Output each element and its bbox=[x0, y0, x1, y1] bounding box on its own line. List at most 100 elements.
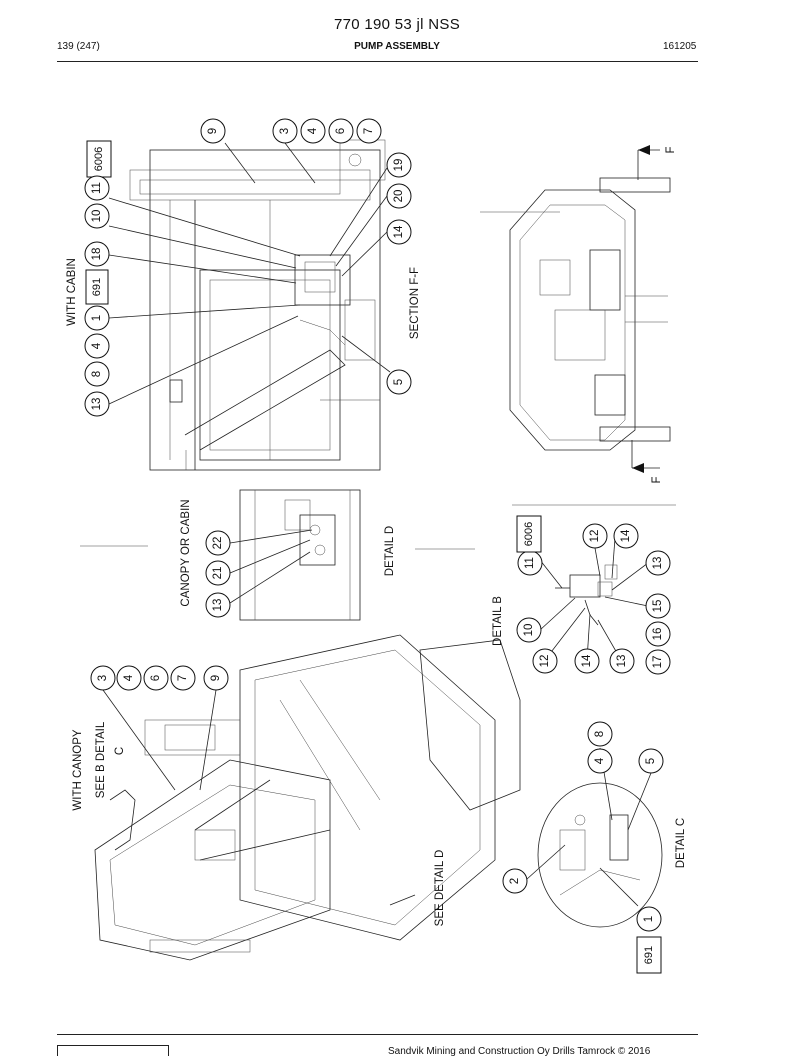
header-divider bbox=[57, 61, 698, 62]
svg-text:5: 5 bbox=[645, 758, 657, 764]
callout-detail-b-12: 12 bbox=[582, 523, 608, 549]
callout-detail-c-2: 2 bbox=[502, 868, 528, 894]
svg-text:16: 16 bbox=[652, 628, 664, 641]
label-section-marker-top: F bbox=[665, 146, 677, 153]
label-see-b-detail: SEE B DETAIL bbox=[95, 721, 107, 798]
callout-detail-b-14b: 14 bbox=[574, 648, 600, 674]
callout-canopy-3: 3 bbox=[90, 665, 116, 691]
callout-detail-b-14: 14 bbox=[613, 523, 639, 549]
callout-detail-b-box-6006: 6006 bbox=[516, 515, 542, 553]
page-number: 139 (247) bbox=[57, 41, 100, 52]
label-section-ff: SECTION F-F bbox=[409, 267, 421, 339]
label-detail-c: DETAIL C bbox=[675, 818, 687, 868]
callout-detail-d-22: 22 bbox=[205, 530, 231, 556]
callout-cabin-box-691: 691 bbox=[85, 269, 109, 305]
callout-detail-b-16: 16 bbox=[645, 621, 671, 647]
callout-detail-c-8: 8 bbox=[587, 721, 613, 747]
label-detail-b: DETAIL B bbox=[492, 596, 504, 646]
label-with-canopy: WITH CANOPY bbox=[72, 729, 84, 810]
company-logo bbox=[57, 1045, 169, 1056]
label-see-b-detail-c: C bbox=[114, 747, 126, 755]
callout-canopy-9: 9 bbox=[203, 665, 229, 691]
detail-c-illustration bbox=[537, 782, 663, 928]
svg-text:13: 13 bbox=[212, 599, 224, 612]
callout-detail-b-12b: 12 bbox=[532, 648, 558, 674]
svg-text:2: 2 bbox=[509, 878, 521, 884]
label-section-marker-bottom: F bbox=[651, 476, 663, 483]
callout-detail-b-10: 10 bbox=[516, 617, 542, 643]
callout-cabin-11: 11 bbox=[84, 175, 110, 201]
callout-cabin-20: 20 bbox=[386, 183, 412, 209]
svg-text:13: 13 bbox=[652, 557, 664, 570]
callout-detail-b-13: 13 bbox=[645, 550, 671, 576]
svg-text:10: 10 bbox=[523, 624, 535, 637]
leader-lines bbox=[102, 142, 652, 907]
svg-text:3: 3 bbox=[97, 675, 109, 681]
document-date: 161205 bbox=[663, 41, 697, 52]
callout-canopy-6: 6 bbox=[143, 665, 169, 691]
callout-cabin-4b: 4 bbox=[84, 333, 110, 359]
callout-detail-b-13b: 13 bbox=[609, 648, 635, 674]
svg-text:6006: 6006 bbox=[93, 147, 105, 171]
callout-cabin-10: 10 bbox=[84, 203, 110, 229]
callout-detail-c-4: 4 bbox=[587, 748, 613, 774]
svg-text:9: 9 bbox=[207, 128, 219, 134]
svg-text:5: 5 bbox=[393, 379, 405, 385]
callout-cabin-19: 19 bbox=[386, 152, 412, 178]
svg-text:6: 6 bbox=[335, 128, 347, 134]
svg-text:11: 11 bbox=[91, 182, 103, 194]
label-canopy-or-cabin: CANOPY OR CABIN bbox=[180, 499, 192, 606]
cabin-view-illustration bbox=[129, 139, 386, 471]
callout-detail-c-box-691: 691 bbox=[636, 936, 662, 974]
label-with-cabin: WITH CABIN bbox=[66, 258, 78, 326]
callout-cabin-14: 14 bbox=[386, 219, 412, 245]
callout-detail-b-11: 11 bbox=[517, 550, 543, 576]
callout-cabin-18: 18 bbox=[84, 241, 110, 267]
svg-text:3: 3 bbox=[279, 128, 291, 134]
svg-text:4: 4 bbox=[91, 342, 103, 349]
canopy-view-illustration bbox=[94, 634, 521, 961]
svg-text:21: 21 bbox=[212, 567, 224, 580]
callout-cabin-13: 13 bbox=[84, 391, 110, 417]
svg-text:13: 13 bbox=[91, 398, 103, 411]
callout-detail-d-21: 21 bbox=[205, 560, 231, 586]
svg-text:18: 18 bbox=[91, 248, 103, 261]
detail-d-illustration bbox=[80, 489, 475, 621]
svg-text:9: 9 bbox=[210, 675, 222, 681]
svg-text:7: 7 bbox=[177, 675, 189, 681]
svg-text:6006: 6006 bbox=[523, 522, 535, 546]
footer-divider bbox=[57, 1034, 698, 1035]
label-detail-d: DETAIL D bbox=[384, 526, 396, 576]
page-title: PUMP ASSEMBLY bbox=[354, 41, 440, 52]
callout-cabin-1: 1 bbox=[84, 305, 110, 331]
callout-detail-c-5: 5 bbox=[638, 748, 664, 774]
callout-cabin-3: 3 bbox=[272, 118, 298, 144]
callout-cabin-7: 7 bbox=[356, 118, 382, 144]
svg-text:1: 1 bbox=[643, 916, 655, 922]
svg-text:4: 4 bbox=[123, 674, 135, 681]
svg-text:14: 14 bbox=[620, 529, 632, 542]
svg-text:8: 8 bbox=[91, 371, 103, 377]
callout-canopy-4: 4 bbox=[116, 665, 142, 691]
svg-text:691: 691 bbox=[643, 946, 655, 964]
svg-text:10: 10 bbox=[91, 210, 103, 223]
svg-text:19: 19 bbox=[393, 159, 405, 172]
callout-detail-c-1: 1 bbox=[636, 906, 662, 932]
svg-text:14: 14 bbox=[581, 654, 593, 667]
callout-cabin-8: 8 bbox=[84, 361, 110, 387]
svg-text:15: 15 bbox=[652, 600, 664, 613]
svg-text:7: 7 bbox=[363, 128, 375, 134]
callout-detail-d-13: 13 bbox=[205, 592, 231, 618]
svg-text:12: 12 bbox=[539, 655, 551, 668]
svg-text:13: 13 bbox=[616, 655, 628, 668]
svg-text:8: 8 bbox=[594, 731, 606, 737]
callout-cabin-9: 9 bbox=[200, 118, 226, 144]
callout-cabin-box-6006: 6006 bbox=[86, 140, 112, 178]
svg-text:11: 11 bbox=[524, 557, 536, 569]
svg-text:17: 17 bbox=[652, 656, 664, 669]
svg-text:1: 1 bbox=[91, 315, 103, 321]
callout-cabin-6: 6 bbox=[328, 118, 354, 144]
label-see-detail-d: SEE DETAIL D bbox=[434, 850, 446, 927]
callout-canopy-7: 7 bbox=[170, 665, 196, 691]
